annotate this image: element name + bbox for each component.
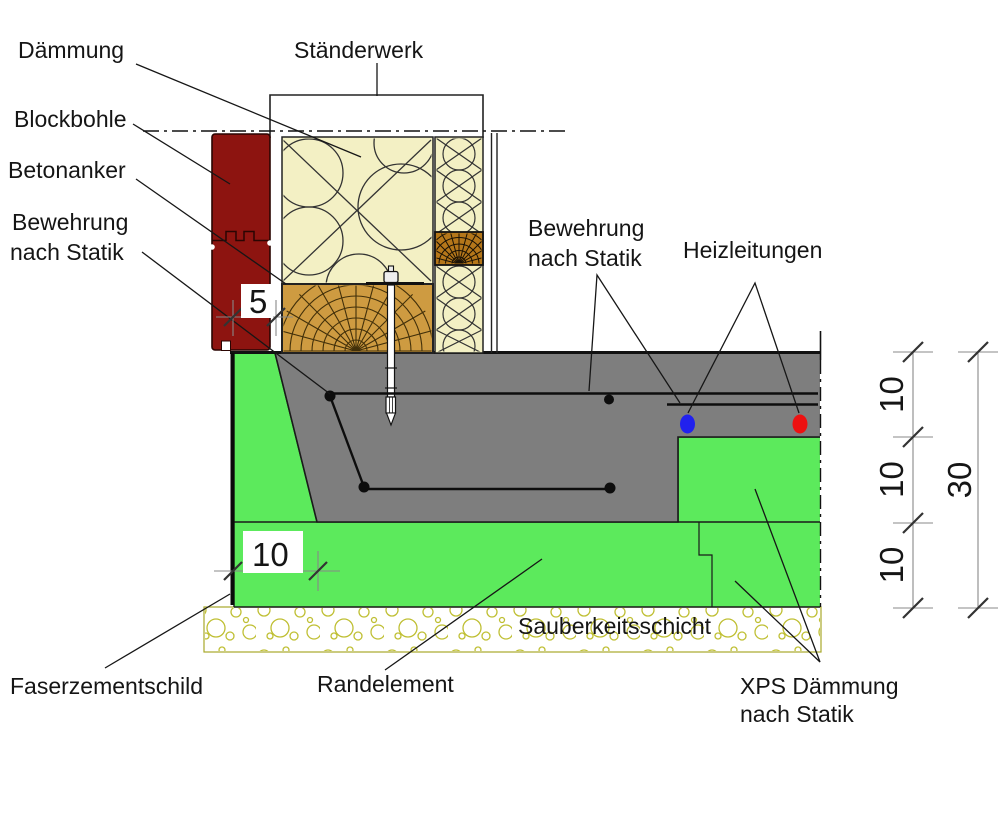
dim-schicht-1: 10 [873, 376, 910, 413]
label-sauberkeitsschicht: Sauberkeitsschicht [518, 613, 712, 639]
heating-pipe-blue [680, 414, 695, 434]
leader-xps [734, 488, 821, 663]
label-xps-2: nach Statik [740, 701, 854, 727]
concrete-slab [274, 352, 820, 523]
insulation-strip [434, 136, 484, 354]
noggin-wood-block [434, 231, 484, 266]
dim-gesamt: 30 [941, 462, 978, 499]
label-betonanker: Betonanker [8, 157, 126, 183]
betonanker-bolt [366, 265, 424, 427]
label-staenderwerk: Ständerwerk [294, 37, 424, 63]
label-daemmung: Dämmung [18, 37, 124, 63]
dimension-lines [214, 284, 998, 619]
rebar [324, 390, 818, 494]
label-bewehrung-links-2: nach Statik [10, 239, 124, 265]
dim-randstreifen: 10 [252, 536, 289, 573]
sauberkeitsschicht-layer [203, 606, 822, 653]
dim-schicht-3: 10 [873, 547, 910, 584]
label-blockbohle: Blockbohle [14, 106, 127, 132]
leader-daemmung [135, 63, 362, 158]
leader-blockbohle [132, 123, 231, 185]
dim-luftspalt: 5 [249, 283, 267, 320]
leader-lines [104, 63, 821, 671]
label-bewehrung-rechts-1: Bewehrung [528, 215, 644, 241]
dimension-values: 5 10 10 10 10 30 [249, 283, 978, 583]
label-bewehrung-rechts-2: nach Statik [528, 245, 642, 271]
xps-insulation [233, 352, 820, 608]
heating-pipe-red [792, 414, 808, 434]
leader-bewehrung-links [141, 251, 331, 395]
leader-randelement [384, 558, 543, 671]
dim-schicht-2: 10 [873, 461, 910, 498]
labels: Dämmung Ständerwerk Blockbohle Betonanke… [8, 37, 899, 727]
leader-heizleitungen [687, 281, 800, 414]
label-faserzementschild: Faserzementschild [10, 673, 203, 699]
insulation-main [281, 136, 434, 285]
label-bewehrung-links-1: Bewehrung [12, 209, 128, 235]
label-xps-1: XPS Dämmung [740, 673, 899, 699]
leader-betonanker [135, 178, 287, 285]
leader-bewehrung-rechts [588, 273, 681, 404]
label-heizleitungen: Heizleitungen [683, 237, 822, 263]
faserzementschild-board [230, 353, 235, 605]
label-randelement: Randelement [317, 671, 454, 697]
leader-faserzementschild [104, 593, 231, 669]
section-cut-lines [143, 130, 822, 607]
sill-plate-wood [281, 283, 434, 354]
sheathing-lines [490, 133, 498, 353]
